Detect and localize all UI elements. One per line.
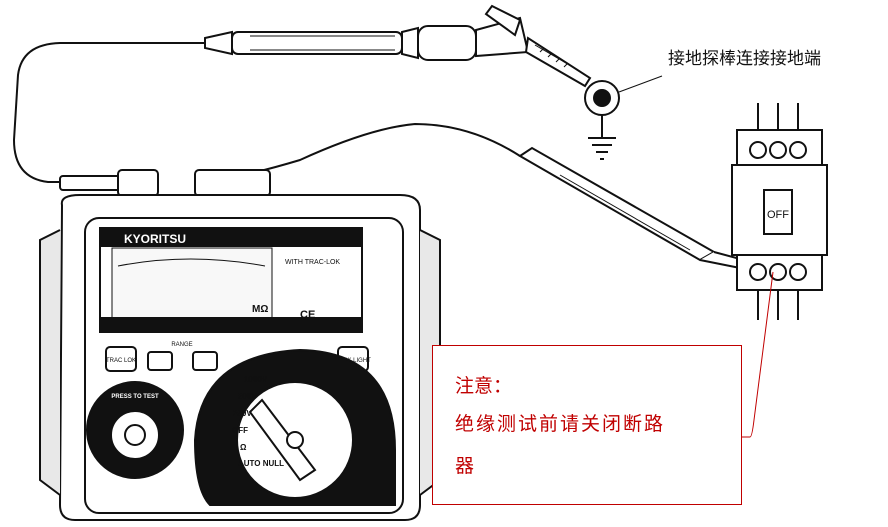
warning-note: 注意： 绝缘测试前请关闭断路 器 <box>432 345 742 505</box>
trac-lok-button[interactable]: TRAC LOK <box>106 358 136 364</box>
dial-auto-null: AUTO NULL <box>238 459 284 468</box>
press-to-test-label: PRESS TO TEST <box>111 394 159 400</box>
dial-250v: 250V <box>233 409 252 418</box>
breaker-switch: OFF <box>763 189 793 235</box>
tester-brand: KYORITSU <box>124 232 186 246</box>
trac-lok-badge: WITH TRAC-LOK <box>285 259 340 266</box>
dial-off: OFF <box>232 426 248 435</box>
alligator-clip <box>484 4 592 88</box>
dial-positions: 1000V 500V 250V OFF Ω AUTO NULL <box>232 375 284 468</box>
dial-500v: 500V <box>238 392 257 401</box>
range-label: RANGE <box>171 342 192 348</box>
press-to-test-knob <box>86 381 184 479</box>
ce-mark: CE <box>300 309 315 321</box>
ground-probe-label: 接地探棒连接接地端 <box>668 49 821 69</box>
breaker-switch-label: OFF <box>767 209 789 221</box>
note-title: 注意： <box>455 375 513 397</box>
dial-1000v: 1000V <box>244 375 268 384</box>
ground-clip-lead <box>12 16 530 183</box>
note-line-2: 器 <box>455 455 475 477</box>
rotary-selector <box>193 348 396 506</box>
dial-ohm: Ω <box>240 443 247 452</box>
note-line-1: 绝缘测试前请关闭断路 <box>455 413 666 435</box>
ground-rod <box>584 75 663 138</box>
note-leader-line <box>742 271 774 438</box>
unit-label: MΩ <box>252 304 268 315</box>
ground-symbol-icon <box>588 137 616 160</box>
back-light-button[interactable]: BACK LIGHT <box>335 358 371 364</box>
